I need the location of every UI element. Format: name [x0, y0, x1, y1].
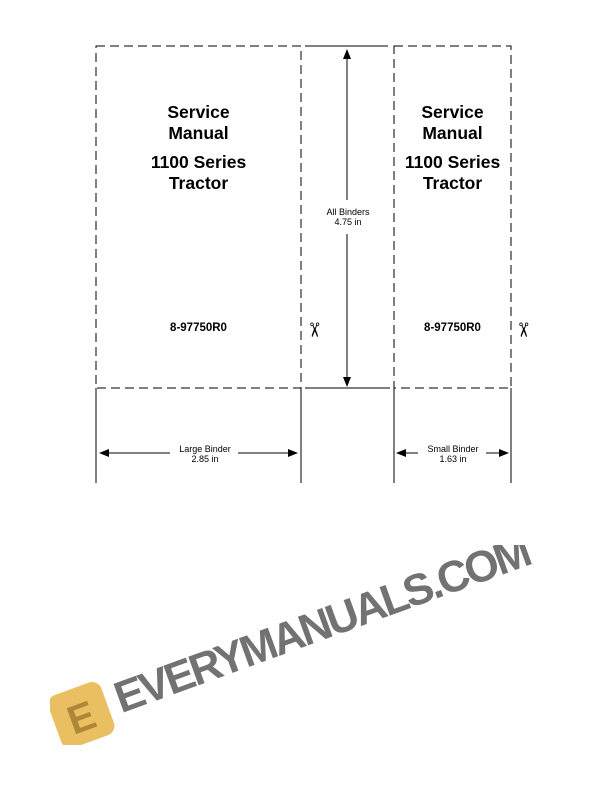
title-line: Service — [421, 102, 484, 122]
small-binder-dimension: Small Binder 1.63 in — [420, 444, 486, 464]
title-line: Manual — [168, 123, 229, 143]
dimension-value: 2.85 in — [191, 454, 219, 464]
small-spine-cut-line — [393, 45, 512, 389]
large-spine-title: Service Manual 1100 Series Tractor — [96, 102, 301, 194]
title-line: Tractor — [422, 173, 483, 193]
large-spine-part-number: 8-97750R0 — [170, 322, 227, 334]
small-spine-part-number: 8-97750R0 — [424, 322, 481, 334]
large-spine-cut-line — [95, 45, 302, 389]
title-line: Service — [167, 102, 230, 122]
dimension-label: All Binders — [326, 207, 370, 217]
title-line: 1100 Series — [404, 152, 501, 172]
dimension-label: Large Binder — [179, 444, 231, 454]
small-spine-title: Service Manual 1100 Series Tractor — [394, 102, 511, 194]
dimension-value: 4.75 in — [334, 217, 362, 227]
title-line: Manual — [422, 123, 483, 143]
dimension-value: 1.63 in — [439, 454, 467, 464]
large-binder-dimension: Large Binder 2.85 in — [172, 444, 238, 464]
scissors-icon: ✂ — [302, 321, 325, 339]
title-line: 1100 Series — [150, 152, 247, 172]
title-line: Tractor — [168, 173, 229, 193]
scissors-icon: ✂ — [511, 321, 534, 339]
all-binders-dimension: All Binders 4.75 in — [318, 207, 378, 227]
dimension-label: Small Binder — [427, 444, 479, 454]
